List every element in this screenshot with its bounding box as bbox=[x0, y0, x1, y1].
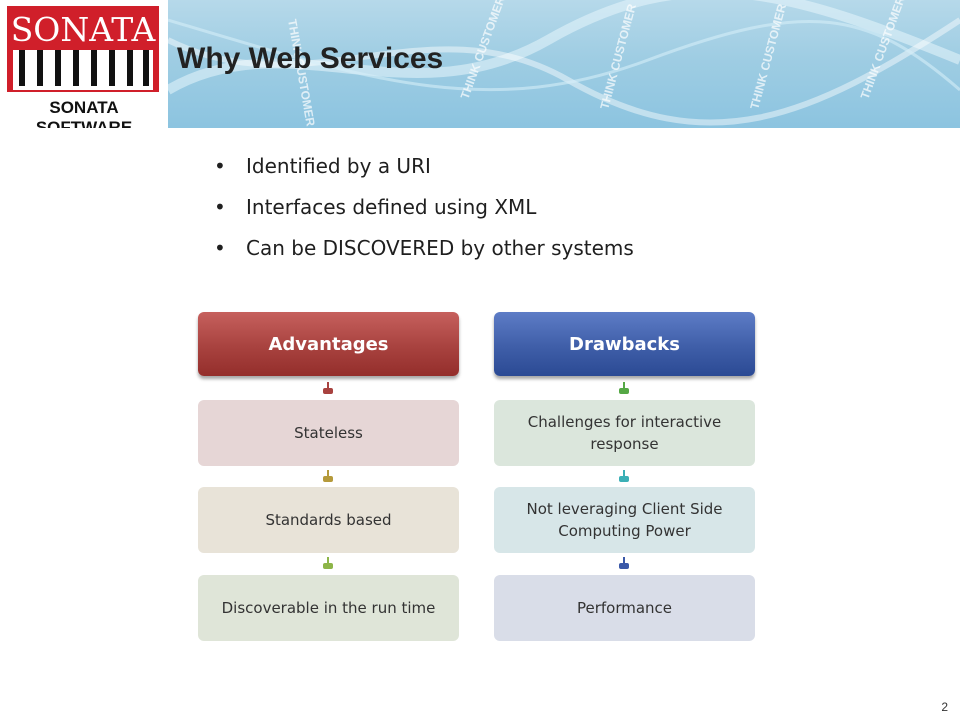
drawbacks-connector bbox=[619, 382, 629, 396]
bullet-item: Can be DISCOVERED by other systems bbox=[214, 230, 634, 271]
drawback-item-interactive: Challenges for interactive response bbox=[494, 400, 755, 466]
drawbacks-header: Drawbacks bbox=[494, 312, 755, 376]
drawbacks-connector bbox=[619, 557, 629, 571]
advantages-connector bbox=[323, 557, 333, 571]
bullet-list: Identified by a URI Interfaces defined u… bbox=[214, 148, 634, 271]
logo-brand-text: SONATA bbox=[10, 10, 156, 49]
watermark-text: THINK CUSTOMER bbox=[747, 2, 789, 111]
logo-red-block: SONATA bbox=[7, 6, 159, 92]
drawbacks-connector bbox=[619, 470, 629, 484]
advantages-header: Advantages bbox=[198, 312, 459, 376]
slide-title: Why Web Services bbox=[177, 42, 444, 75]
drawback-item-performance: Performance bbox=[494, 575, 755, 641]
bullet-item: Identified by a URI bbox=[214, 148, 634, 189]
logo-tagline: SONATA SOFTWARE bbox=[35, 98, 133, 128]
advantage-item-standards: Standards based bbox=[198, 487, 459, 553]
logo: SONATA SONATA SOFTWARE bbox=[0, 0, 168, 128]
advantages-connector bbox=[323, 382, 333, 396]
advantage-item-stateless: Stateless bbox=[198, 400, 459, 466]
watermark-text: THINK CUSTOMER bbox=[858, 0, 908, 101]
advantage-item-discoverable: Discoverable in the run time bbox=[198, 575, 459, 641]
advantages-connector bbox=[323, 470, 333, 484]
page-number: 2 bbox=[941, 700, 948, 714]
bullet-item: Interfaces defined using XML bbox=[214, 189, 634, 230]
drawback-item-client-side: Not leveraging Client Side Computing Pow… bbox=[494, 487, 755, 553]
piano-keys-icon bbox=[13, 50, 153, 90]
